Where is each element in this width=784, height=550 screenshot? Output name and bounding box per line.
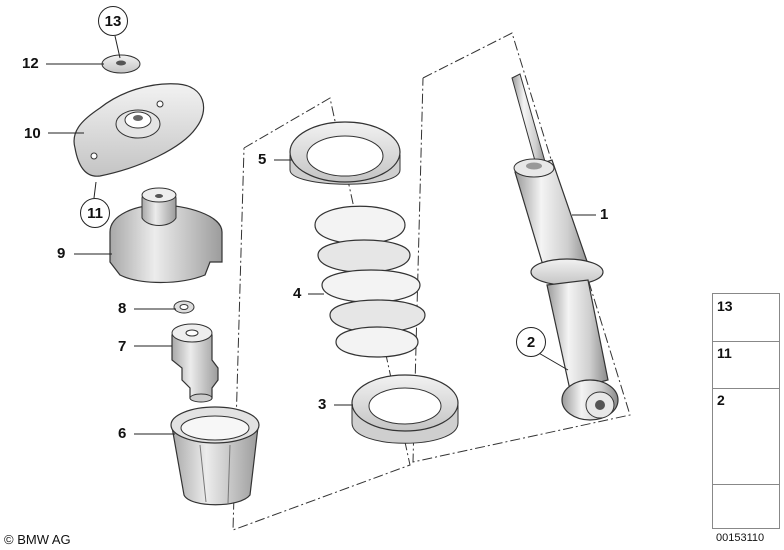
upper-spring-seat-part	[289, 121, 401, 185]
shock-group-frame	[412, 32, 631, 463]
callout-8: 8	[118, 300, 127, 317]
lower-spring-seat-part	[351, 374, 459, 444]
legend-label-2: 2	[717, 392, 725, 408]
support-bearing-part	[73, 83, 205, 177]
leader-lines	[46, 35, 596, 435]
shock-absorber-part	[511, 73, 619, 421]
callout-7: 7	[118, 338, 127, 355]
spring-pad-part	[109, 187, 223, 284]
nut-part	[101, 54, 141, 74]
bump-stop-part	[171, 323, 219, 403]
callout-10: 10	[24, 125, 41, 142]
legend-label-13: 13	[717, 298, 733, 314]
callout-13-circled: 13	[98, 6, 128, 36]
spring-group-frame	[232, 97, 411, 531]
coil-spring-part	[314, 205, 426, 358]
callout-12: 12	[22, 55, 39, 72]
callout-1: 1	[600, 206, 609, 223]
legend-row-13: 13	[713, 294, 779, 342]
callout-6: 6	[118, 425, 127, 442]
callout-3: 3	[318, 396, 327, 413]
callout-5: 5	[258, 151, 267, 168]
callout-2-circled: 2	[516, 327, 546, 357]
small-parts-legend: 13 11 2	[712, 293, 780, 529]
legend-row-arrow	[713, 484, 779, 528]
callout-4: 4	[293, 285, 302, 302]
legend-label-11: 11	[717, 345, 732, 361]
legend-row-2: 2	[713, 388, 779, 485]
legend-row-11: 11	[713, 341, 779, 389]
protection-tube-part	[170, 406, 260, 506]
callout-9: 9	[57, 245, 66, 262]
washer-part	[173, 300, 195, 314]
callout-11-circled: 11	[80, 198, 110, 228]
image-number: 00153110	[716, 532, 765, 544]
copyright-text: © BMW AG	[4, 532, 71, 547]
